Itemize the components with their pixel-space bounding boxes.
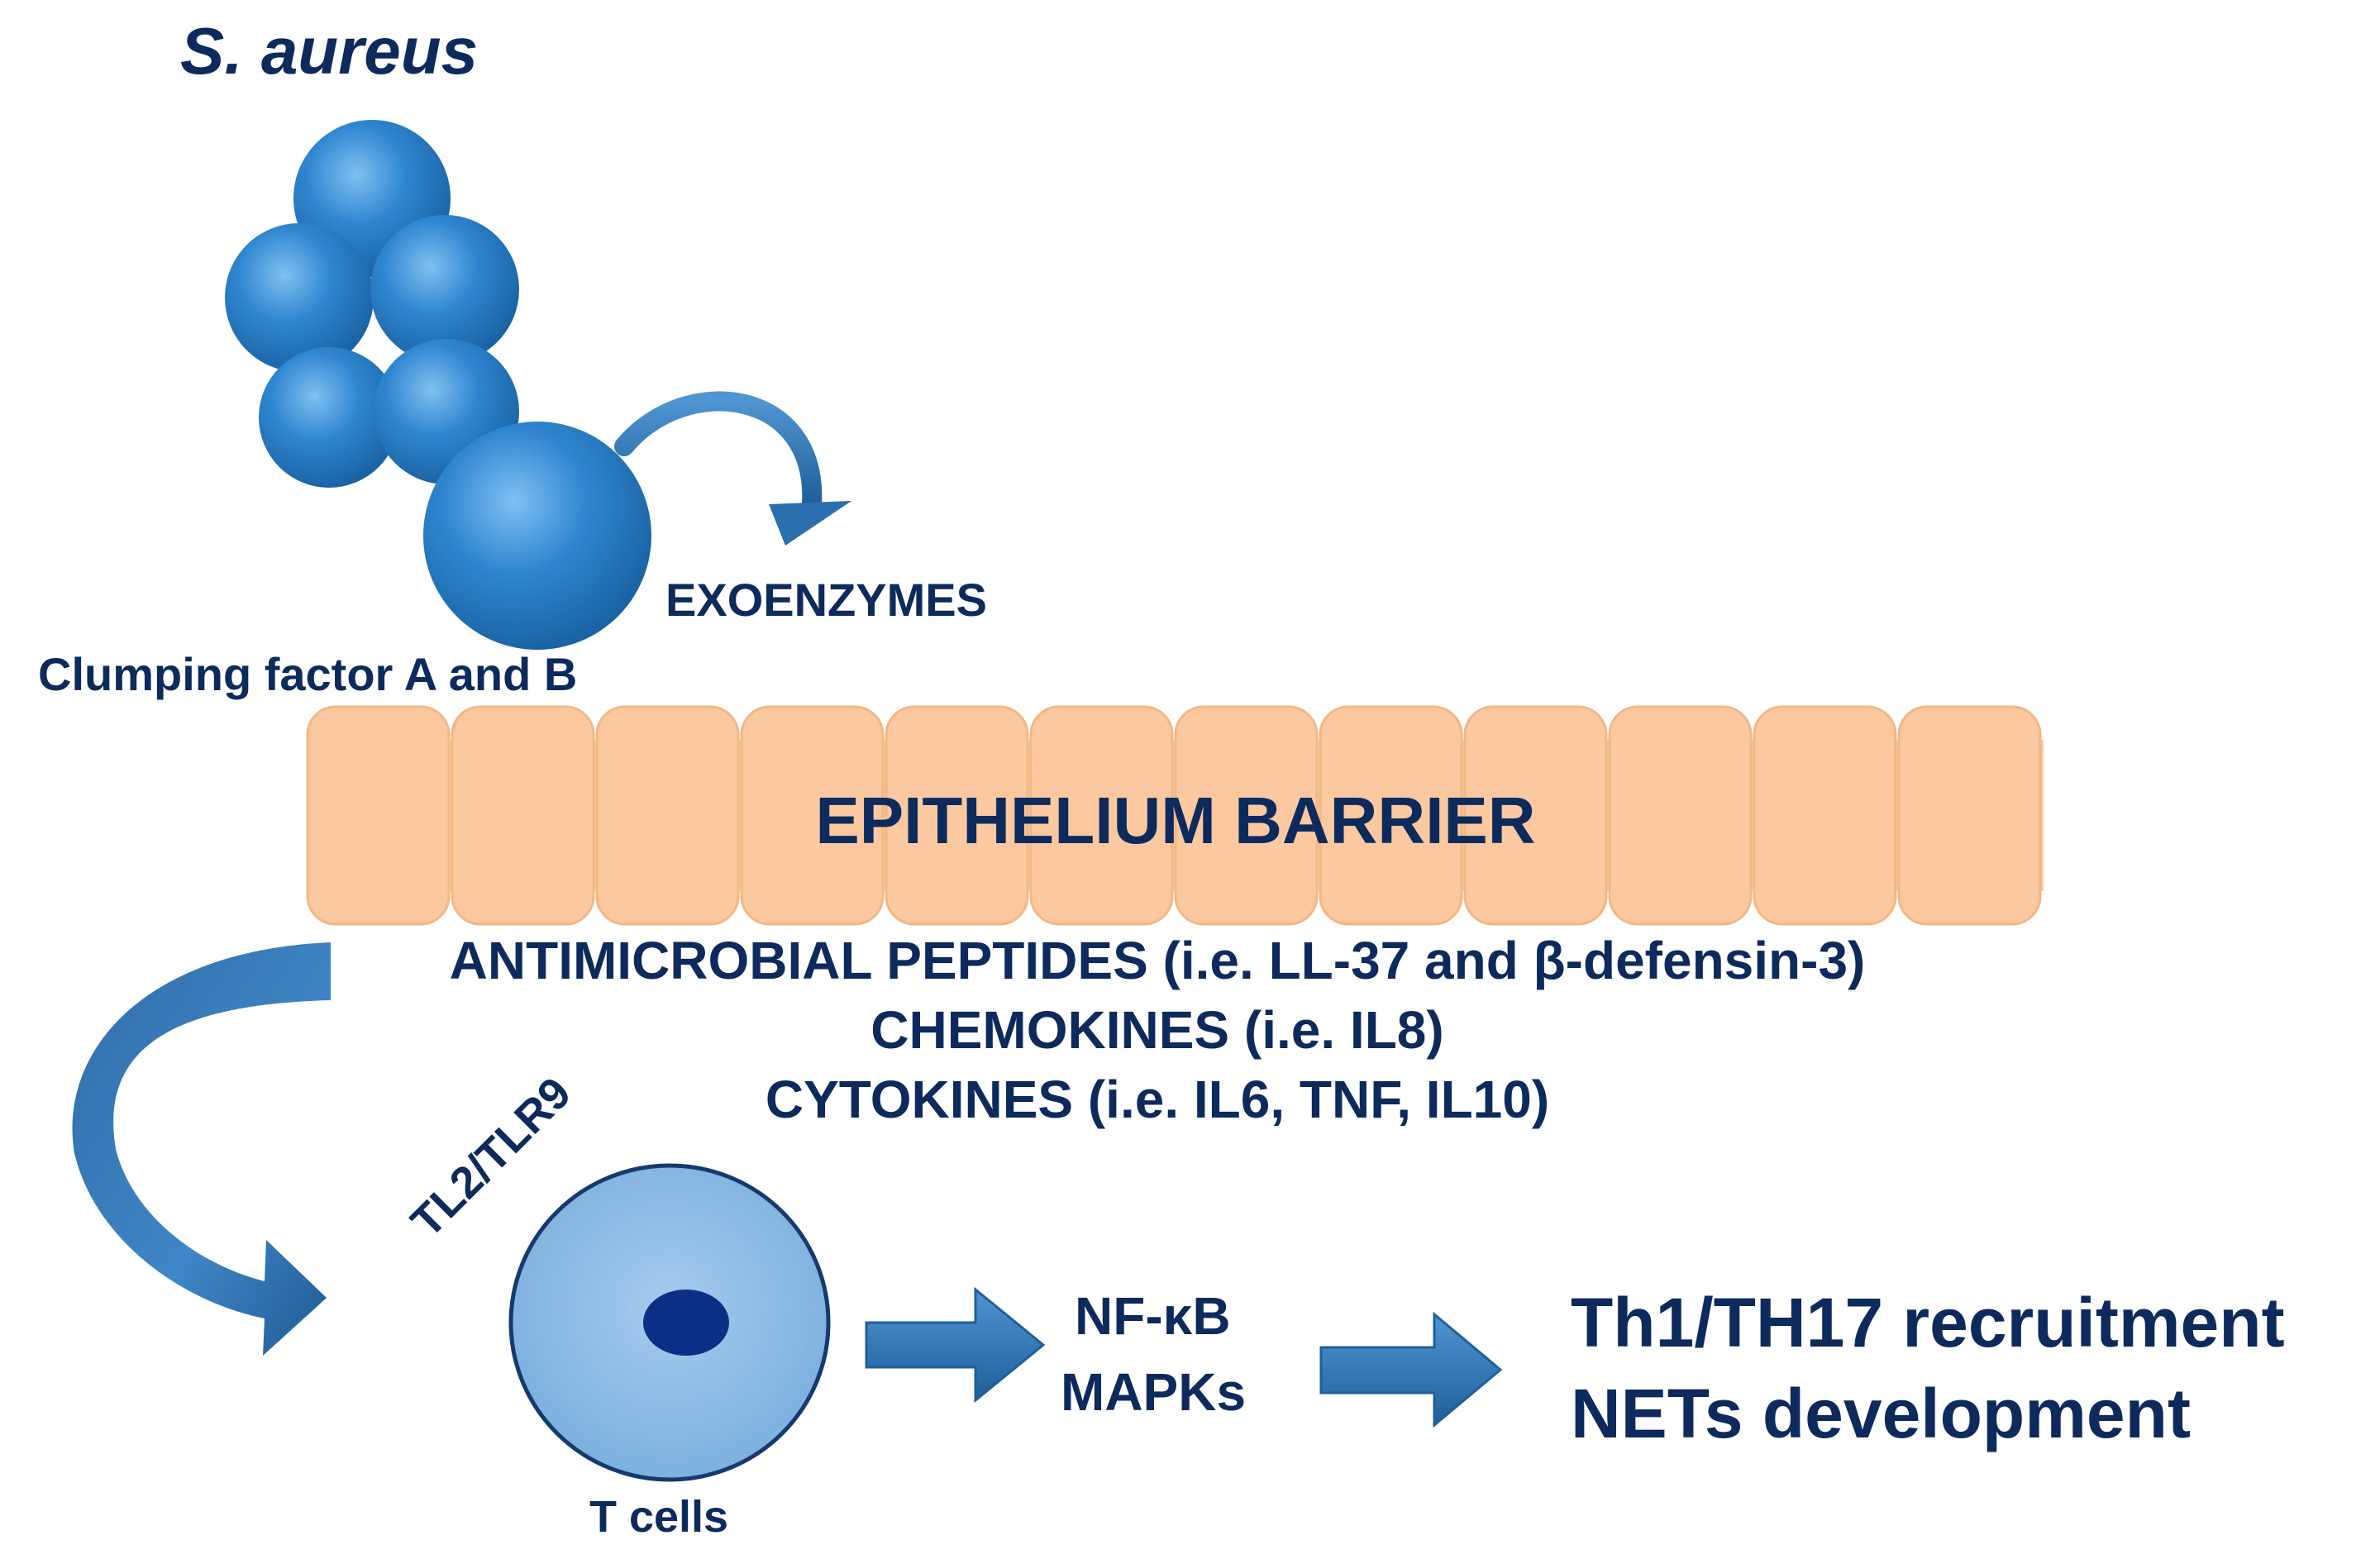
mediator-example: (i.e. IL8) — [1243, 1000, 1444, 1060]
clumping-factor-label: Clumping factor A and B — [38, 648, 578, 700]
t-cell-label: T cells — [589, 1492, 729, 1542]
epithelial-cell — [885, 705, 1029, 926]
signaling-label-2: MAPKs — [1061, 1362, 1247, 1422]
exoenzymes-label: EXOENZYMES — [665, 574, 987, 626]
epithelial-cell — [740, 705, 885, 926]
mediator-line-1: ANTIMICROBIAL PEPTIDES (i.e. LL-37 and β… — [248, 934, 2067, 987]
exoenzyme-arrow — [614, 391, 851, 546]
bacterium-sphere — [259, 347, 399, 488]
epithelial-cell — [1174, 705, 1319, 926]
epithelial-cell — [451, 705, 595, 926]
epithelial-cell — [1608, 705, 1753, 926]
epithelial-cell — [1029, 705, 1174, 926]
bacterium-sphere-large — [423, 422, 651, 650]
arrow-to-outcome — [1319, 1311, 1503, 1428]
epithelial-cell — [306, 705, 451, 926]
bacterium-sphere — [370, 215, 519, 364]
curved-arrow-to-tcell — [72, 942, 331, 1356]
organism-title: S. aureus — [180, 14, 479, 88]
t-cell-nucleus — [643, 1290, 729, 1356]
epithelial-cell — [1463, 705, 1608, 926]
epithelial-cell — [1319, 705, 1463, 926]
mediator-name: CYTOKINES — [765, 1070, 1074, 1129]
arrow-to-signaling — [865, 1286, 1046, 1404]
mediator-example: (i.e. LL-37 and β-defensin-3) — [1162, 931, 1866, 990]
epithelial-cell — [595, 705, 740, 926]
epithelial-cell — [1897, 705, 2042, 926]
barrier-label: EPITHELIUM BARRIER — [815, 784, 1536, 857]
mediator-example: (i.e. IL6, TNF, IL10) — [1087, 1070, 1550, 1129]
bacterium-sphere — [225, 223, 374, 372]
t-cell — [508, 1163, 831, 1482]
signaling-label-1: NF-κB — [1075, 1286, 1231, 1346]
bacteria-cluster — [225, 120, 651, 650]
outcome-label-2: NETs development — [1571, 1375, 2191, 1452]
mediator-name: ANTIMICROBIAL PEPTIDES — [449, 931, 1148, 990]
mediator-name: CHEMOKINES — [870, 1000, 1230, 1060]
mediator-line-2: CHEMOKINES (i.e. IL8) — [248, 1004, 2067, 1056]
mediator-line-3: CYTOKINES (i.e. IL6, TNF, IL10) — [248, 1073, 2067, 1126]
outcome-label-1: Th1/TH17 recruitment — [1571, 1284, 2285, 1361]
epithelium-barrier — [306, 705, 2044, 926]
epithelial-cell — [1753, 705, 1897, 926]
